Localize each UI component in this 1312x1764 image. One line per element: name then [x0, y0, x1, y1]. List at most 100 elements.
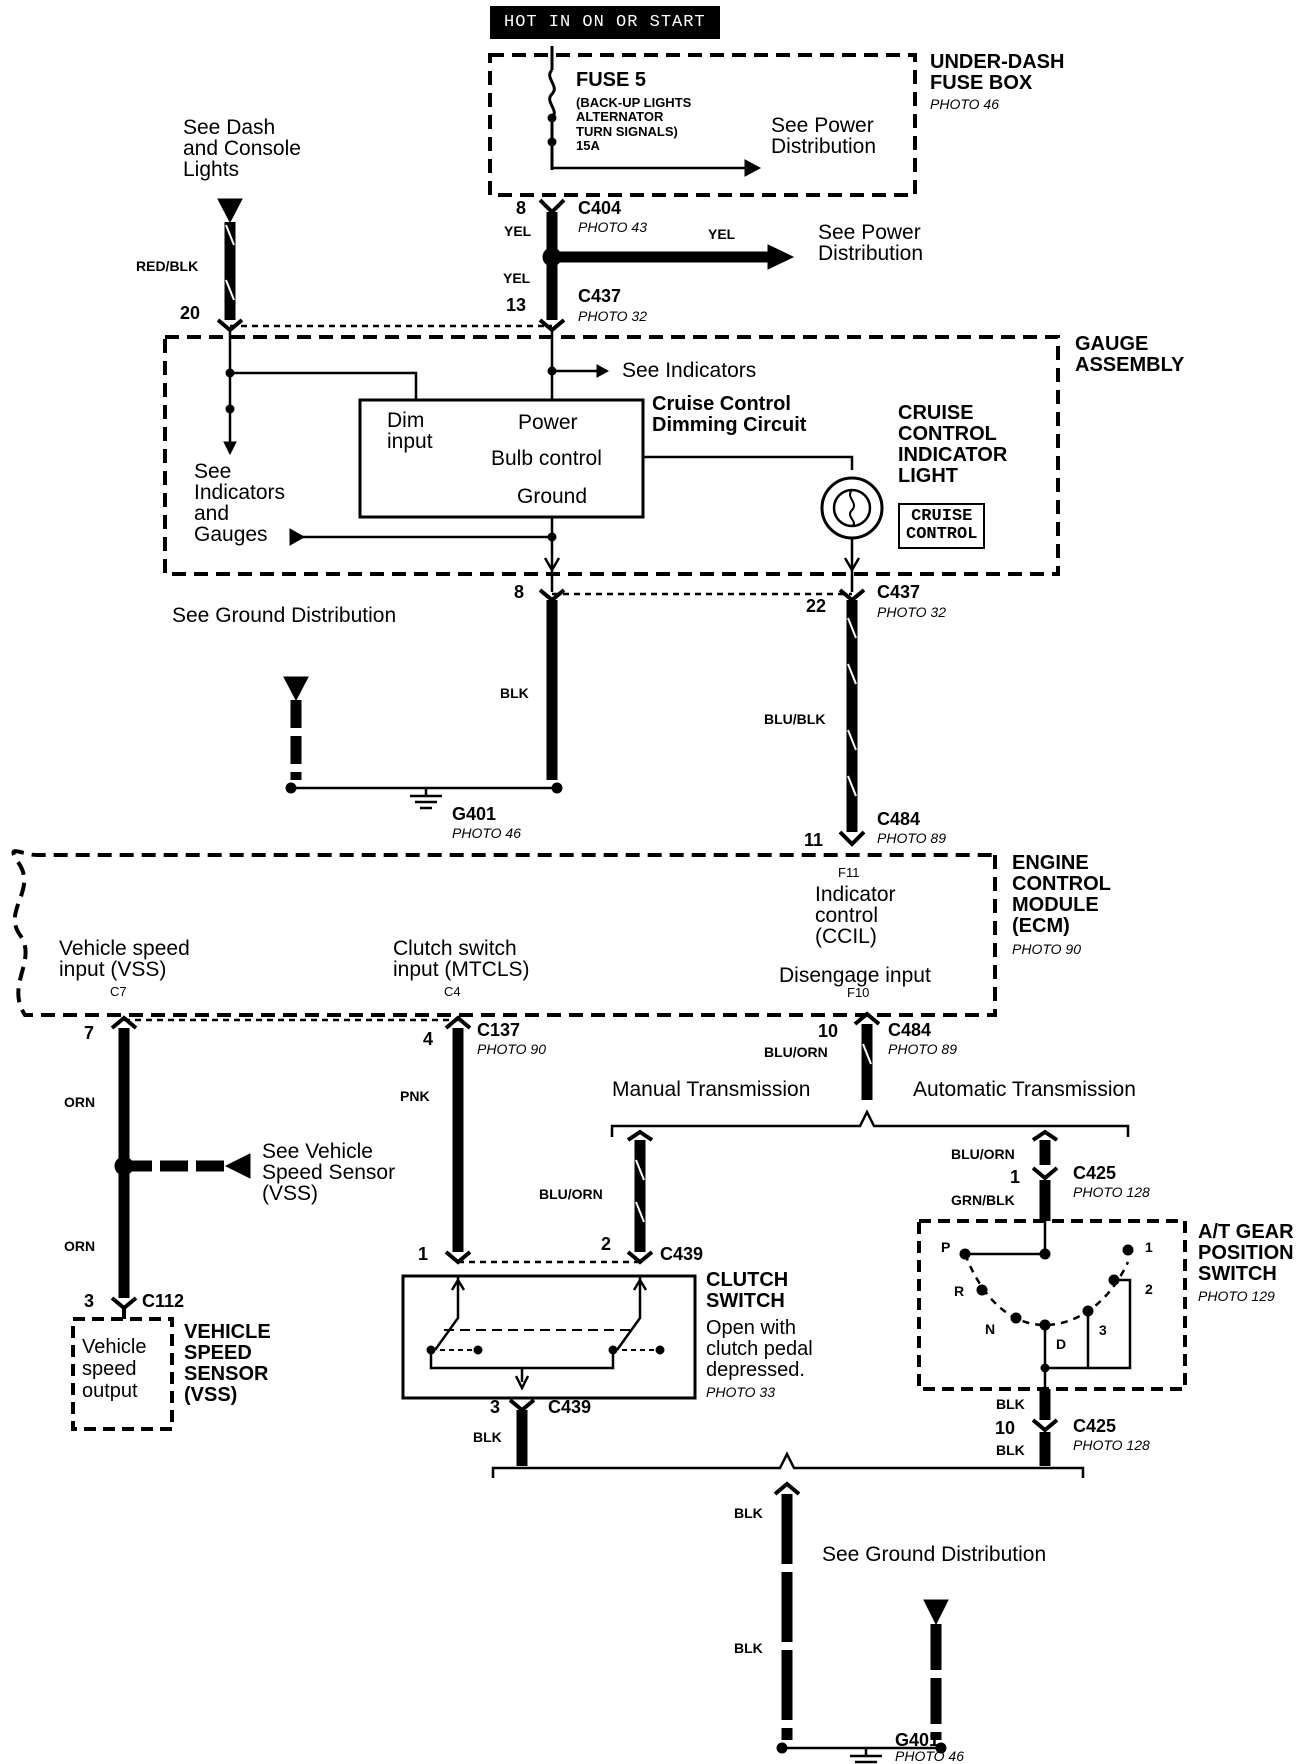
g401-symbol	[410, 788, 442, 810]
c404-photo: PHOTO 43	[578, 219, 647, 235]
c425-pin-1: 1	[1010, 1167, 1021, 1187]
clutch-contact-l1	[426, 1345, 436, 1355]
c437-pin-13: 13	[506, 295, 527, 315]
c439-connector-1	[444, 1250, 472, 1265]
c137-connector-4	[444, 1015, 472, 1030]
indicator-bulb-outer	[820, 476, 884, 540]
at-label-r: R	[954, 1283, 965, 1299]
c484-top-photo: PHOTO 89	[877, 830, 946, 846]
manual-connector	[626, 1129, 654, 1142]
vss-wire-2: ORN	[64, 1238, 96, 1254]
c137-connector-7	[110, 1015, 138, 1030]
c425-top-name: C425	[1073, 1163, 1117, 1183]
c439-pin-1: 1	[418, 1244, 429, 1264]
at-join-dot	[1040, 1363, 1050, 1373]
manual-tracer-2	[635, 1201, 645, 1223]
clutch-wire-in: BLU/ORN	[539, 1186, 603, 1202]
at-wire-blk-2: BLK	[996, 1442, 1025, 1458]
c437-bottom-name: C437	[877, 582, 921, 602]
c484-connector-11	[838, 830, 866, 847]
ground-arrow	[543, 557, 561, 573]
at-common	[965, 1221, 1047, 1256]
clutch-switch-photo: PHOTO 33	[706, 1384, 775, 1400]
ecm-f11: F11	[838, 865, 860, 880]
clutch-contacts-left	[429, 1298, 524, 1382]
clutch-contact-r2	[655, 1345, 665, 1355]
ground-left-wire: BLK	[500, 685, 529, 701]
manual-tracer-1	[635, 1159, 645, 1181]
c484-pin-11: 11	[804, 830, 824, 850]
blu-orn-tracer	[862, 1043, 872, 1065]
at-connector-top	[1031, 1129, 1059, 1142]
fuse-5-detail: (BACK-UP LIGHTS ALTERNATOR TURN SIGNALS)…	[576, 95, 692, 153]
red-blk-tracer-2	[225, 279, 235, 301]
c137-name: C137	[477, 1020, 521, 1040]
gauge-assembly-name: GAUGE ASSEMBLY	[1075, 333, 1185, 376]
vss-pin-7: 7	[84, 1023, 95, 1043]
c112-connector	[110, 1296, 138, 1311]
at-wire-mid: GRN/BLK	[951, 1192, 1015, 1208]
fuse-splice-dot-1	[547, 113, 557, 123]
clutch-internal	[450, 1276, 648, 1298]
bulb-control-label: Bulb control	[491, 447, 602, 470]
at-label-d: D	[1056, 1336, 1067, 1352]
c404-name: C404	[578, 198, 622, 218]
splice-wire: YEL	[708, 226, 736, 242]
c484-connector-10	[853, 1011, 881, 1026]
g401b-symbol	[850, 1748, 882, 1764]
indicator-filament	[849, 489, 855, 527]
g401-dot-right	[551, 782, 563, 794]
c484-bottom-photo: PHOTO 89	[888, 1041, 957, 1057]
c484-top-name: C484	[877, 809, 921, 829]
c437-pin-22: 22	[806, 596, 827, 616]
bottom-connector	[773, 1481, 801, 1496]
fuse-see-power: See Power Distribution	[771, 114, 877, 158]
manual-transmission: Manual Transmission	[612, 1078, 811, 1101]
bulb-control-line	[643, 455, 854, 470]
at-label-p: P	[941, 1239, 951, 1255]
bottom-wire-1: BLK	[734, 1505, 763, 1521]
fuse-5-symbol	[548, 68, 556, 170]
g401-photo: PHOTO 46	[452, 825, 521, 841]
ecm-vss-input: Vehicle speed input (VSS)	[59, 937, 190, 981]
clutch-contact-l2	[473, 1345, 483, 1355]
clutch-contact-r1	[608, 1345, 618, 1355]
fuse-box-photo: PHOTO 46	[930, 96, 999, 112]
dash-lights-arrow	[217, 198, 243, 224]
vss-see-arrow	[224, 1153, 251, 1179]
fuse-5-title: FUSE 5	[576, 69, 647, 91]
c437-power-wire: YEL	[503, 270, 531, 286]
g401-dot-left	[285, 782, 297, 794]
c484-pin-10: 10	[818, 1021, 839, 1041]
red-blk-tracer-1	[225, 224, 235, 246]
c437-top-photo: PHOTO 32	[578, 308, 647, 324]
trans-bracket	[610, 1109, 1130, 1137]
ecm-c4: C4	[444, 984, 461, 999]
c439-connector-3	[508, 1398, 536, 1413]
c112-pin: 3	[84, 1291, 95, 1311]
clutch-switch-box	[401, 1274, 697, 1400]
fuse-box-name: UNDER-DASH FUSE BOX	[930, 51, 1065, 94]
c437-pin-8: 8	[514, 582, 525, 602]
ground-bracket	[491, 1451, 1085, 1478]
c425-pin-10: 10	[995, 1418, 1016, 1438]
g401b-dot-left	[776, 1742, 788, 1754]
c437-top-name: C437	[578, 286, 622, 306]
fuse-box-outline	[488, 53, 917, 197]
ecm-name: ENGINE CONTROL MODULE (ECM)	[1012, 852, 1111, 937]
ccil-wire: BLU/BLK	[764, 711, 826, 727]
vss-wire-1: ORN	[64, 1094, 96, 1110]
vss-sensor-output: Vehicle speed output	[82, 1336, 147, 1402]
c439-name: C439	[660, 1244, 704, 1264]
g401-name: G401	[452, 804, 497, 824]
at-2-line	[1088, 1278, 1132, 1370]
c112-name: C112	[142, 1291, 185, 1311]
see-indicators-gauges: See Indicators and Gauges	[194, 460, 286, 546]
blu-blk-tracer-4	[847, 775, 857, 797]
c484-bottom-wire: BLU/ORN	[764, 1044, 828, 1060]
ground-dist-arrow	[283, 676, 309, 702]
c404-pin: 8	[516, 198, 527, 218]
at-arc	[963, 1253, 1130, 1327]
automatic-transmission: Automatic Transmission	[913, 1078, 1136, 1101]
